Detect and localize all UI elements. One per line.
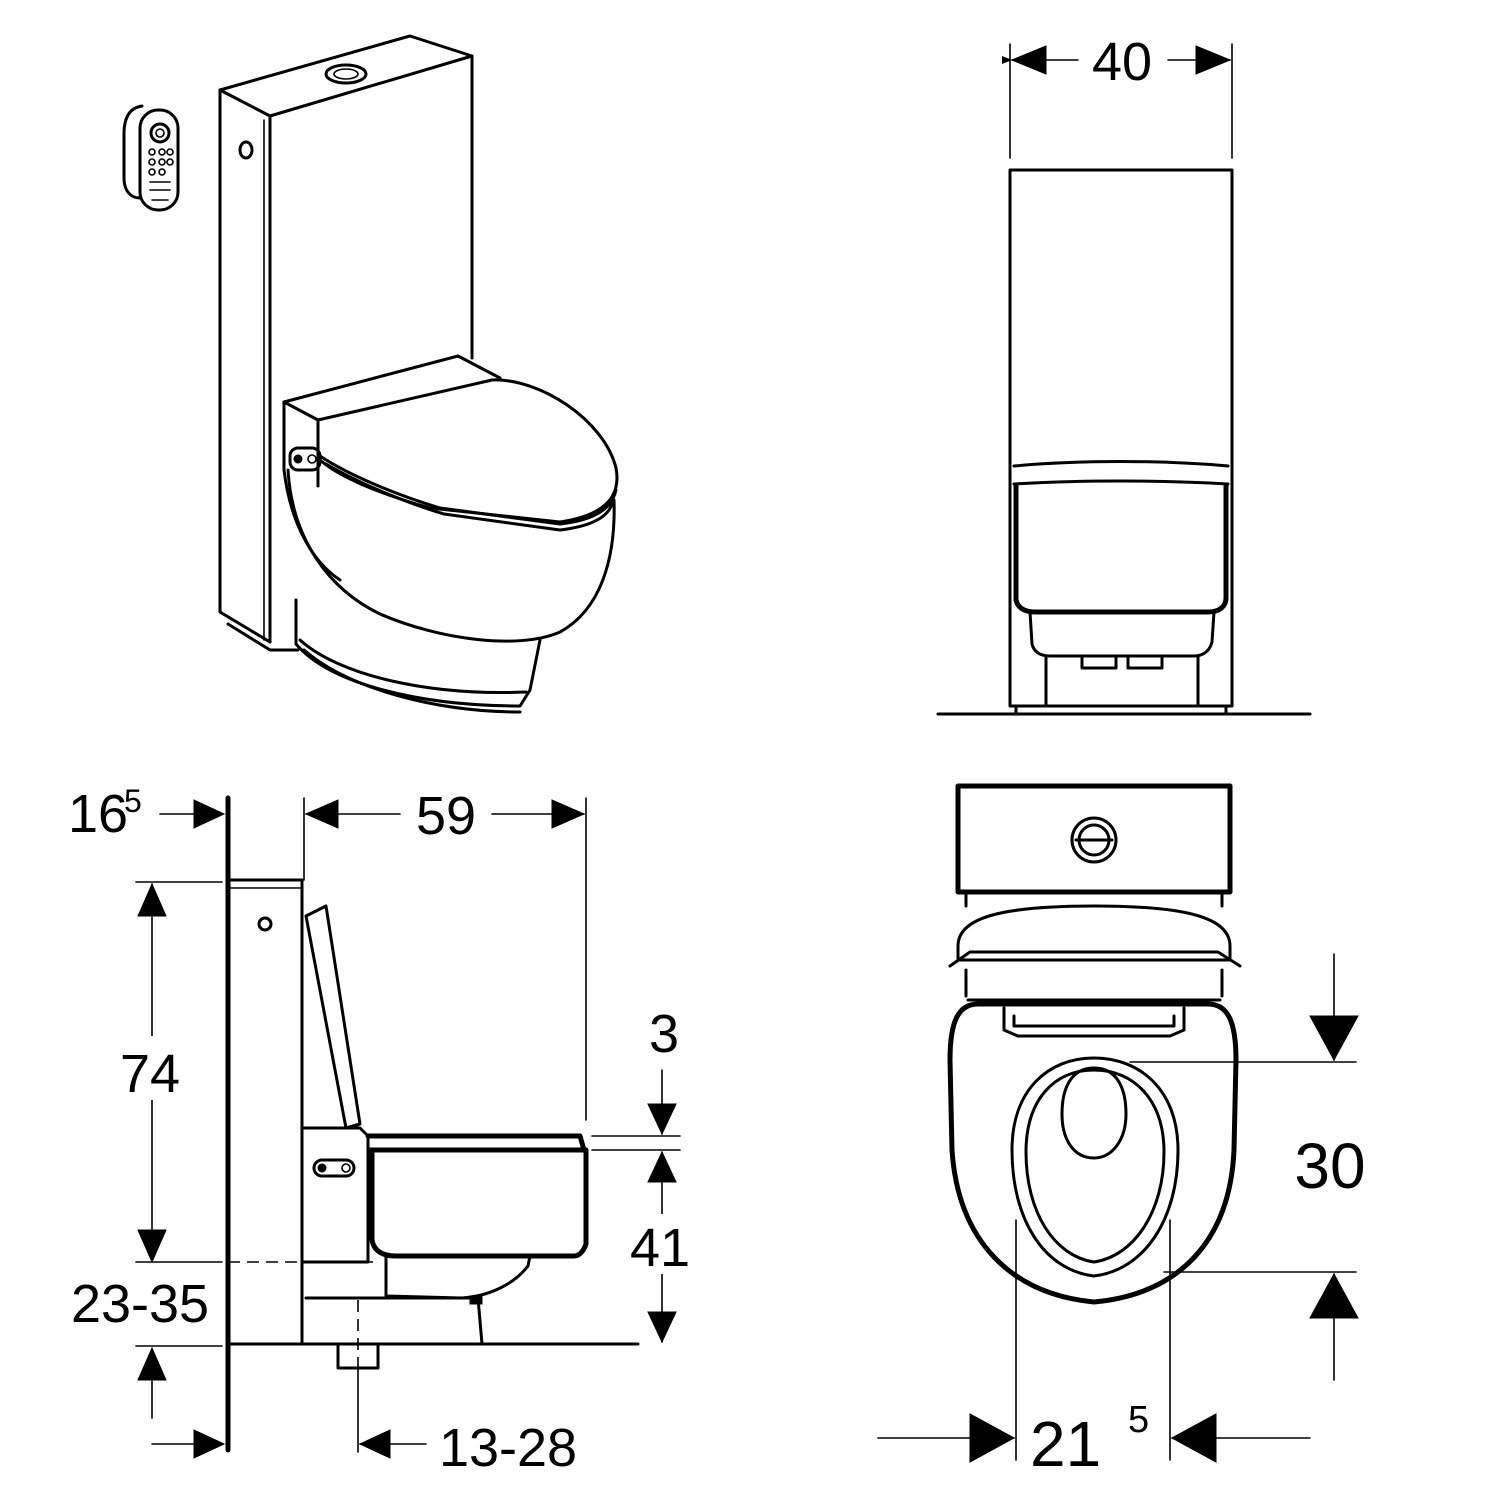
dim-seat-gap: 3	[649, 1004, 679, 1064]
dim-outlet-width: 21	[1030, 1408, 1101, 1480]
side-view: 16 5 59 74 23-35	[68, 783, 698, 1478]
dim-width-total: 40	[1092, 32, 1152, 92]
dim-outlet-width-sup: 5	[1128, 1399, 1149, 1441]
top-view: 30 21 5	[877, 783, 1366, 1480]
isometric-view	[122, 34, 619, 714]
dim-seat-opening: 30	[1294, 1130, 1365, 1202]
dim-outlet-offset: 13-28	[439, 1418, 577, 1478]
remote-control-icon	[122, 104, 180, 212]
dim-floor-gap: 23-35	[71, 1274, 209, 1334]
dim-seat-height: 41	[630, 1218, 690, 1278]
dim-cistern-height: 74	[120, 1044, 180, 1104]
front-view: 40	[936, 32, 1312, 716]
dim-wall-offset: 16	[68, 784, 128, 844]
dim-depth: 59	[416, 786, 476, 846]
dim-wall-offset-sup: 5	[124, 783, 142, 819]
